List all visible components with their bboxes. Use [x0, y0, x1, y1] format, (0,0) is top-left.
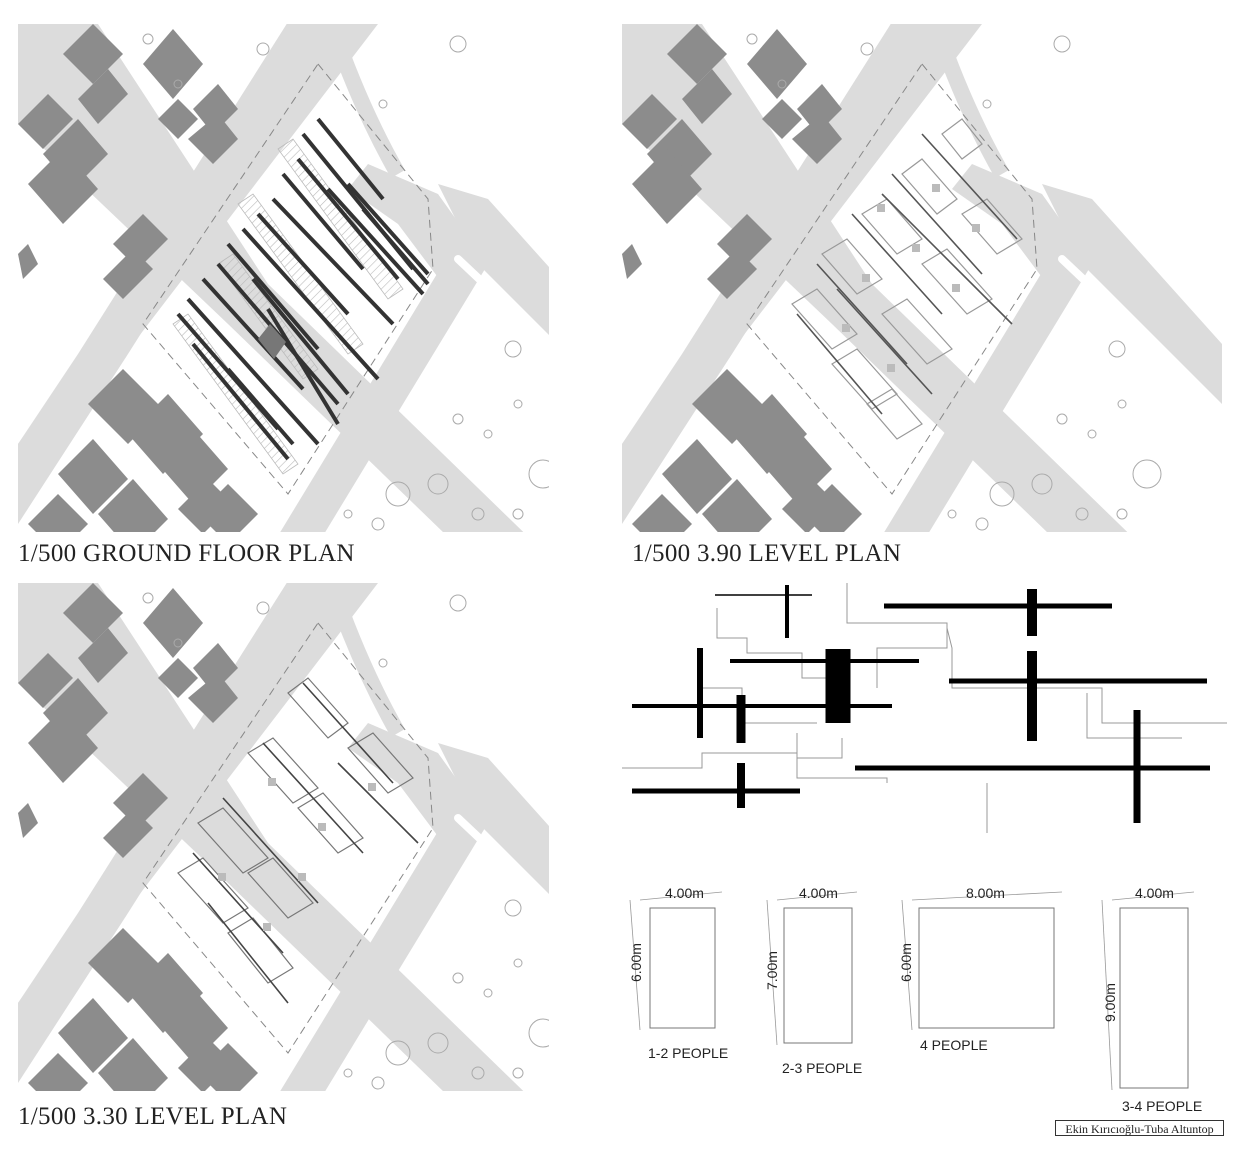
- unit-3-4-people: 4.00m 9.00m 3-4 PEOPLE: [1101, 885, 1202, 1114]
- unit-occupancy-label: 3-4 PEOPLE: [1122, 1098, 1202, 1114]
- author-credit: Ekin Kırıcıoğlu-Tuba Altuntop: [1055, 1120, 1224, 1136]
- structure-grid-diagram: [622, 583, 1227, 848]
- unit-depth-label: 7.00m: [764, 951, 780, 990]
- unit-1-2-people: 4.00m 6.00m 1-2 PEOPLE: [628, 885, 728, 1061]
- unit-4-people: 8.00m 6.00m 4 PEOPLE: [898, 885, 1063, 1053]
- unit-width-label: 4.00m: [799, 885, 838, 901]
- unit-depth-label: 9.00m: [1102, 983, 1118, 1022]
- unit-depth-label: 6.00m: [628, 943, 644, 982]
- unit-occupancy-label: 1-2 PEOPLE: [648, 1045, 728, 1061]
- ground-floor-plan: [18, 24, 549, 532]
- level-390-caption: 1/500 3.90 LEVEL PLAN: [632, 540, 902, 567]
- level-330-caption: 1/500 3.30 LEVEL PLAN: [18, 1103, 288, 1130]
- unit-width-label: 4.00m: [665, 885, 704, 901]
- level-330-plan: [18, 583, 549, 1091]
- unit-occupancy-label: 4 PEOPLE: [920, 1037, 988, 1053]
- level-390-drawing: [622, 24, 1227, 532]
- level-330-drawing: [18, 583, 549, 1091]
- unit-width-label: 8.00m: [966, 885, 1005, 901]
- unit-depth-label: 6.00m: [898, 943, 914, 982]
- ground-floor-caption: 1/500 GROUND FLOOR PLAN: [18, 540, 355, 567]
- unit-occupancy-label: 2-3 PEOPLE: [782, 1060, 862, 1076]
- unit-types-diagram: 4.00m 6.00m 1-2 PEOPLE 4.00m 7.00m 2-3 P…: [622, 870, 1227, 1120]
- level-390-plan: [622, 24, 1227, 532]
- unit-width-label: 4.00m: [1135, 885, 1174, 901]
- unit-2-3-people: 4.00m 7.00m 2-3 PEOPLE: [764, 885, 862, 1076]
- ground-floor-drawing: [18, 24, 549, 532]
